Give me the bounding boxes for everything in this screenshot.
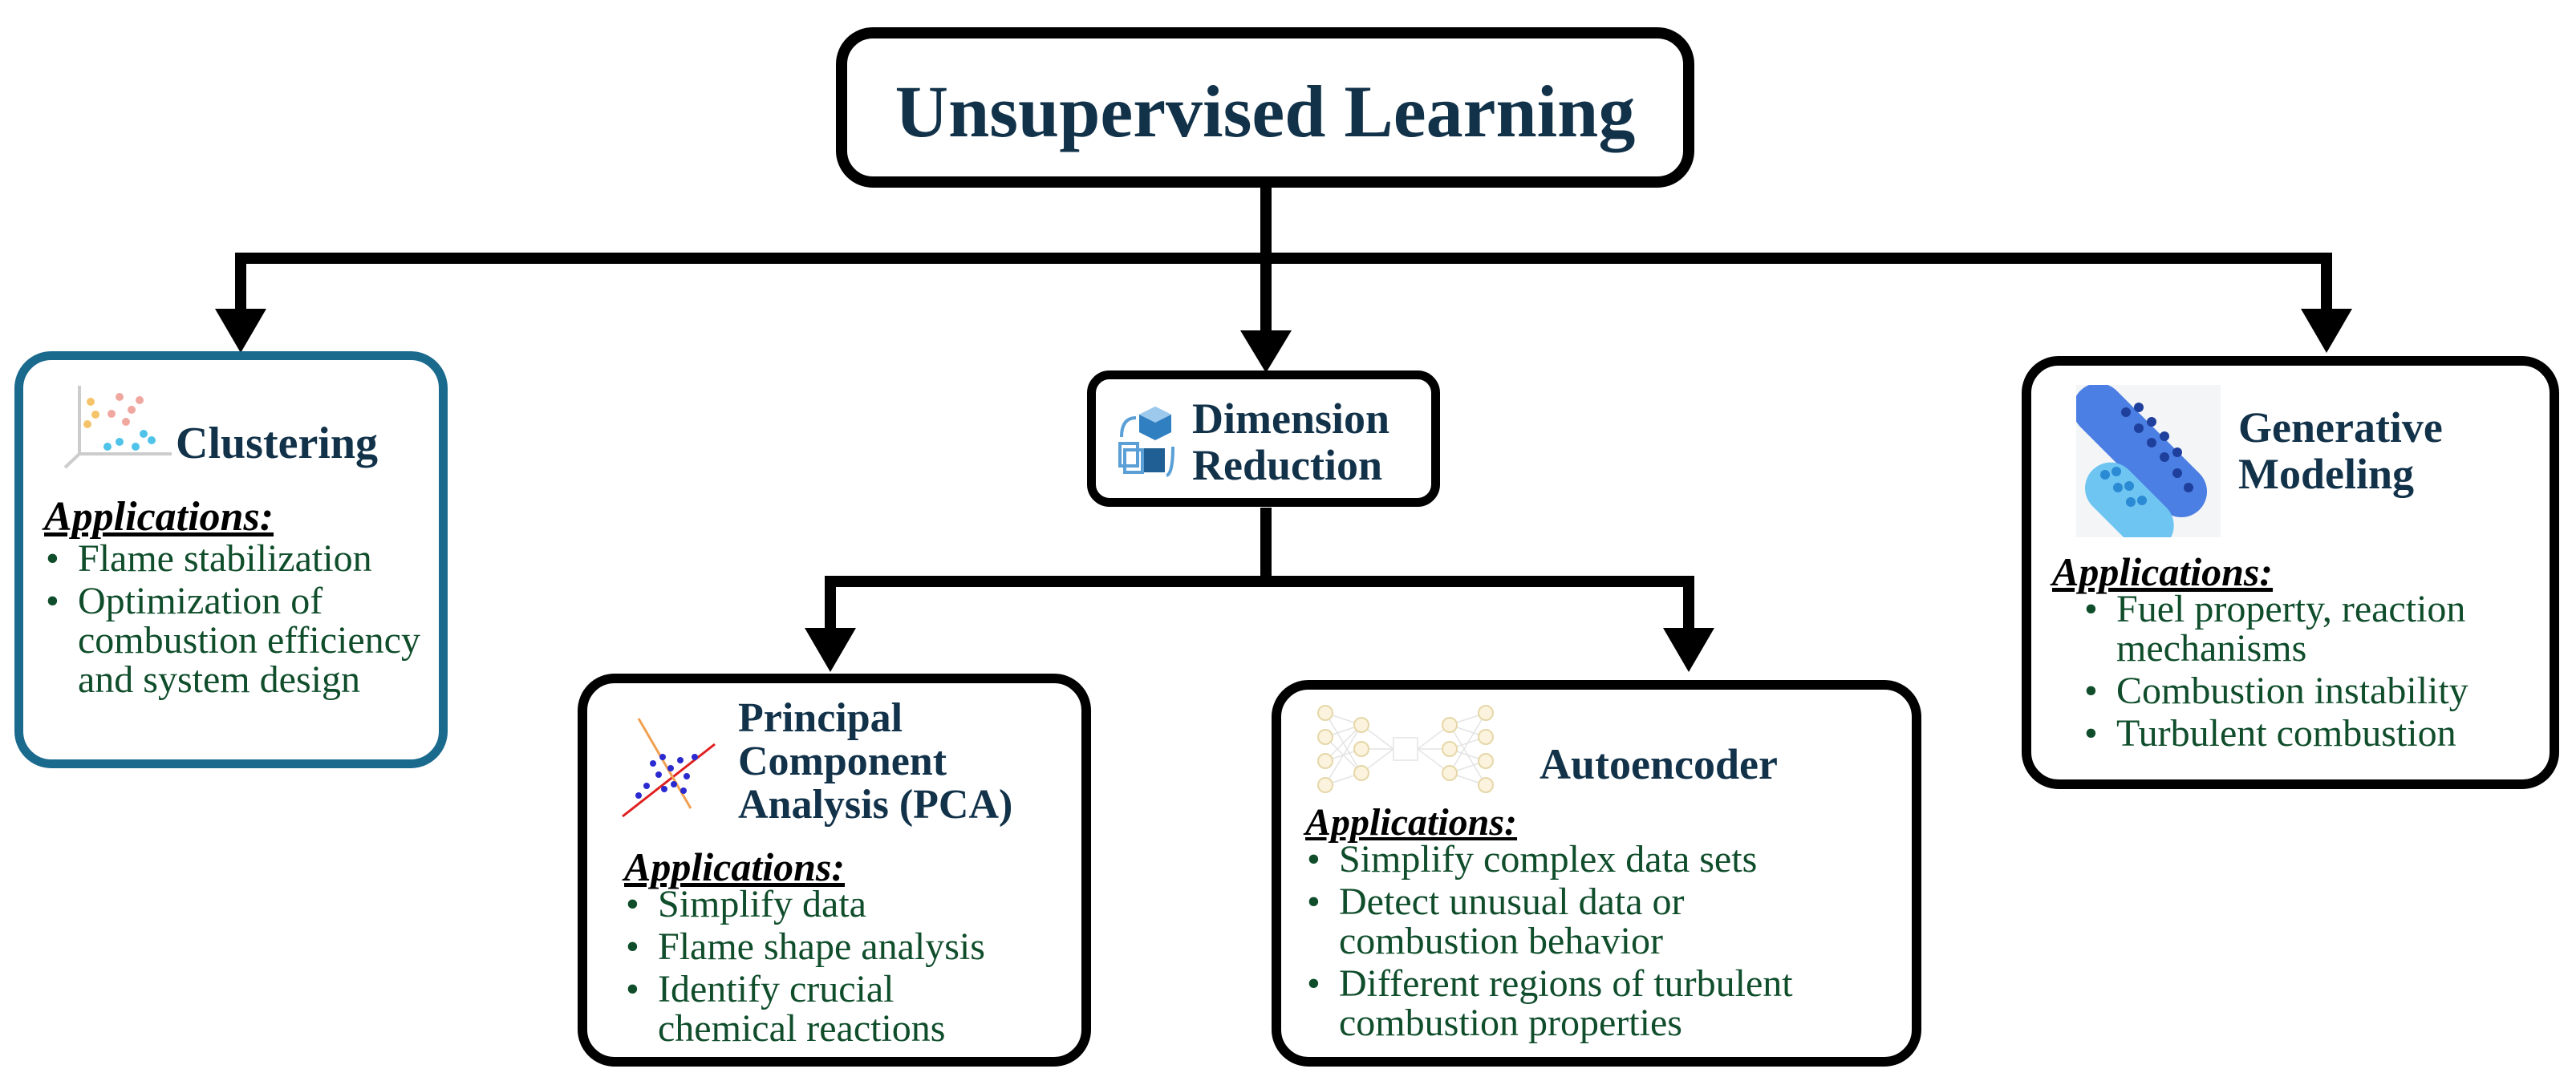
list-item: Flame stabilization: [46, 539, 439, 579]
autoencoder-title: Autoencoder: [1540, 740, 1778, 788]
autoencoder-application-list: Simplify complex data sets Detect unusua…: [1307, 840, 1909, 1047]
generative-modeling-box: Generative Modeling Applications: Fuel p…: [2022, 356, 2559, 789]
pca-title-line3: Analysis (PCA): [738, 782, 1013, 828]
scatter-clusters-icon: [63, 386, 172, 469]
pca-scatter-icon: [622, 718, 716, 818]
neural-network-icon: [1317, 705, 1494, 793]
clustering-application-list: Flame stabilization Optimization of comb…: [46, 539, 439, 703]
arrow-to-clustering: [215, 309, 266, 353]
list-item: Optimization of combustion efficiency an…: [46, 581, 439, 700]
generative-modeling-title-line1: Generative: [2238, 403, 2443, 451]
list-item: Simplify complex data sets: [1307, 840, 1909, 880]
generative-applications-label: Applications:: [2052, 549, 2274, 594]
pca-application-list: Simplify data Flame shape analysis Ident…: [626, 885, 1075, 1052]
generative-modeling-title-line2: Modeling: [2238, 450, 2415, 498]
capsule-icon: [2076, 385, 2221, 537]
data-transform-icon: [1118, 407, 1174, 477]
autoencoder-applications-label: Applications:: [1305, 801, 1518, 844]
clustering-applications-label: Applications:: [44, 494, 274, 540]
list-item: Identify crucial chemical reactions: [626, 970, 963, 1049]
root-box: Unsupervised Learning: [836, 27, 1694, 188]
dimension-reduction-title-line1: Dimension: [1192, 395, 1390, 443]
dimension-reduction-box: Dimension Reduction: [1087, 370, 1440, 507]
pca-applications-label: Applications:: [624, 844, 846, 889]
list-item: Different regions of turbulent combustio…: [1307, 964, 1901, 1043]
list-item: Flame shape analysis: [626, 927, 1075, 967]
pca-title-line2: Component: [738, 739, 947, 784]
list-item: Simplify data: [626, 885, 1075, 925]
arrow-to-generative: [2301, 309, 2352, 353]
root-title: Unsupervised Learning: [895, 71, 1636, 152]
arrow-to-dimension: [1240, 330, 1292, 373]
list-item: Detect unusual data or combustion behavi…: [1307, 882, 1756, 962]
list-item: Combustion instability: [2084, 671, 2550, 711]
pca-title-line1: Principal: [738, 695, 903, 741]
list-item: Turbulent combustion: [2084, 714, 2550, 754]
arrow-to-autoencoder: [1663, 628, 1714, 672]
clustering-box: Clustering Applications: Flame stabiliza…: [14, 351, 448, 768]
list-item: Fuel property, reaction mechanisms: [2084, 589, 2517, 669]
clustering-title: Clustering: [176, 419, 378, 468]
pca-box: Principal Component Analysis (PCA) Appli…: [578, 674, 1091, 1067]
generative-application-list: Fuel property, reaction mechanisms Combu…: [2084, 589, 2550, 757]
autoencoder-box: Autoencoder Applications: Simplify compl…: [1272, 680, 1921, 1067]
dimension-reduction-title-line2: Reduction: [1192, 441, 1383, 489]
arrow-to-pca: [805, 628, 856, 672]
